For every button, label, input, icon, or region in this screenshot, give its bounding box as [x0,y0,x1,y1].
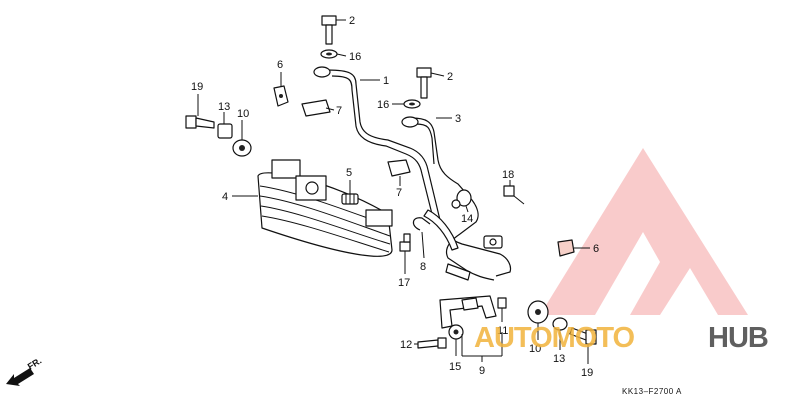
callout-17: 17 [398,277,410,289]
grommet-10-upper [232,139,252,157]
watermark-logo [540,148,748,315]
collar-13-upper [217,123,233,139]
callout-6-upper: 6 [277,59,283,71]
callout-13-upper: 13 [218,101,230,113]
callout-1: 1 [383,75,389,87]
callout-10-lower: 10 [529,343,541,355]
callout-7-lower: 7 [396,187,402,199]
collar-15 [448,324,464,340]
clamp-7-upper [301,99,331,117]
bolt-2-upper [321,15,337,45]
callout-2-lower: 2 [447,71,453,83]
grommet-14 [451,189,472,209]
clamp-7-lower [387,159,411,177]
callout-10-upper: 10 [237,108,249,120]
callout-2-upper: 2 [349,15,355,27]
callout-15: 15 [449,361,461,373]
watermark-auto-text: AUTOMOTO [474,322,635,354]
callout-11: 11 [497,325,508,337]
front-arrow-icon [6,368,34,386]
callout-19-lower: 19 [581,367,593,379]
callout-3: 3 [455,113,461,125]
drawing-code: KK13–F2700 A [622,387,682,396]
bolt-12 [417,337,447,349]
callout-16-upper: 16 [349,51,361,63]
callout-6-lower: 6 [593,243,599,255]
bolt-17 [399,233,411,252]
callout-5: 5 [346,167,352,179]
bolt-18 [503,185,525,205]
callout-8: 8 [420,261,426,273]
bolt-19-lower [569,327,597,345]
callout-16-lower: 16 [377,99,389,111]
grommet-10-lower [527,300,549,324]
front-arrow: FR. [6,356,43,386]
watermark-text: AUTOMOTO HUB [474,322,769,354]
callout-7-upper: 7 [336,105,342,117]
clamp-6-lower [557,239,575,257]
clamp-6-upper [273,85,289,107]
clip-8 [412,217,431,231]
bolt-2-lower [416,67,432,99]
oil-hose-lower [401,116,503,281]
callout-12: 12 [400,339,412,351]
bracket-9 [439,295,497,329]
oil-hose-upper [313,66,512,277]
callout-19-upper: 19 [191,81,203,93]
oil-cooler [257,159,393,257]
callout-18: 18 [502,169,514,181]
front-arrow-label: FR. [26,356,44,372]
callout-9: 9 [479,365,485,377]
watermark-hub-text: HUB [708,322,768,354]
leader-lines [197,19,590,364]
rubber-5 [341,193,359,205]
bolt-11 [497,297,507,309]
callout-13-lower: 13 [553,353,565,365]
bolt-19-upper [185,115,215,129]
washer-16-upper [320,49,338,59]
callouts: 2 16 6 1 2 19 13 10 7 16 3 4 5 7 18 14 6… [191,15,599,379]
callout-14: 14 [461,213,473,225]
washer-16-lower [403,99,421,109]
callout-4: 4 [222,191,228,203]
